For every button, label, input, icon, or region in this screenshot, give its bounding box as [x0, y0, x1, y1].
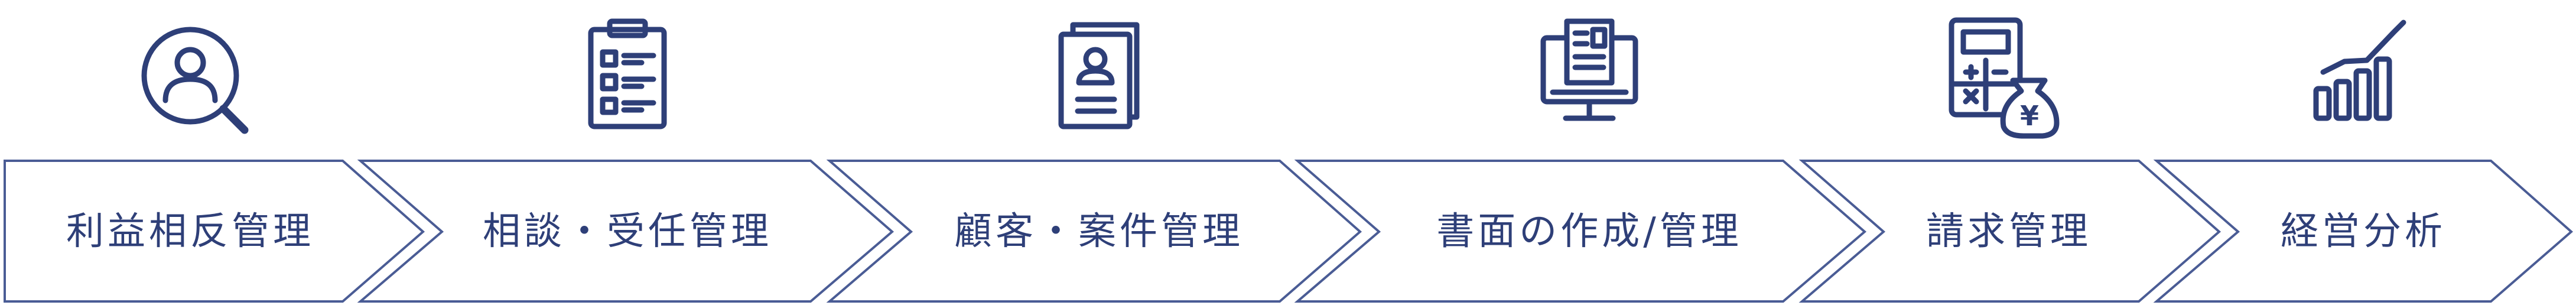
growth-bar-chart-icon — [2313, 20, 2406, 121]
monitor-document-icon — [1540, 18, 1638, 121]
process-step-1: 利益相反管理 — [4, 160, 425, 303]
clipboard-checklist-icon — [588, 18, 667, 129]
calculator-yen-bag-icon: ¥ — [1949, 17, 2060, 139]
process-step-5: 請求管理 — [1798, 160, 2222, 303]
step-label-5: 請求管理 — [1926, 210, 2092, 254]
process-step-2: 相談・受任管理 — [357, 160, 895, 303]
user-search-icon — [141, 27, 249, 134]
step-label-6: 経営分析 — [2281, 210, 2446, 254]
process-step-4: 書面の作成/管理 — [1294, 160, 1867, 303]
profile-documents-icon — [1058, 22, 1140, 129]
step-label-3: 顧客・案件管理 — [954, 210, 1244, 254]
chevron-band: 利益相反管理 相談・受任管理 顧客・案件管理 書面の作成/管理 請求管理 経営分… — [4, 160, 2574, 303]
process-step-3: 顧客・案件管理 — [826, 160, 1362, 303]
step-label-4: 書面の作成/管理 — [1436, 210, 1742, 254]
svg-text:¥: ¥ — [2020, 100, 2039, 132]
process-step-6: 経営分析 — [2153, 160, 2574, 303]
step-label-1: 利益相反管理 — [66, 210, 314, 254]
step-label-2: 相談・受任管理 — [483, 210, 772, 254]
